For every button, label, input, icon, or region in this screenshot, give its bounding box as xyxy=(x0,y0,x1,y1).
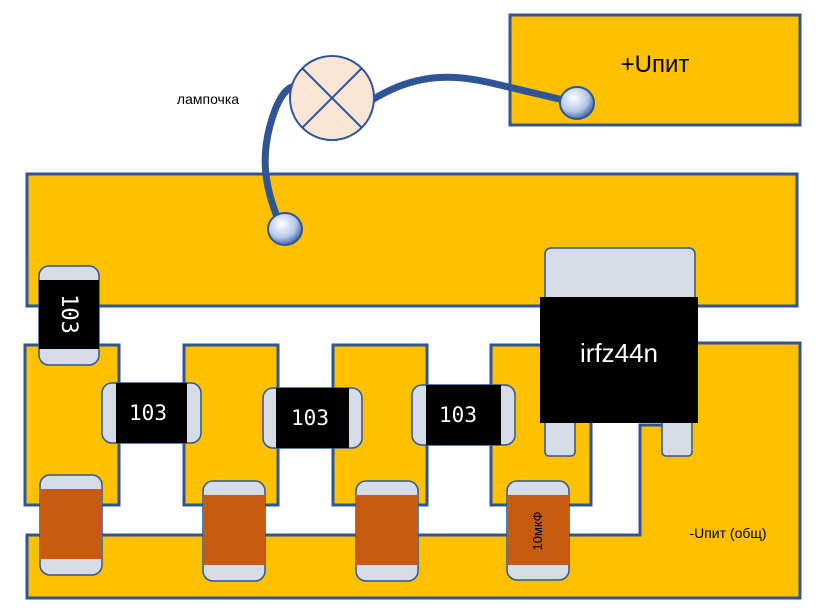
mosfet-label: irfz44n xyxy=(580,338,658,368)
resistor-2-label: 103 xyxy=(291,406,329,430)
lamp-icon xyxy=(289,55,375,141)
capacitor-4: 10мкФ xyxy=(506,480,570,581)
mosfet-leg-right xyxy=(661,417,693,457)
lamp-wire-left xyxy=(261,81,304,232)
resistor-3: 103 xyxy=(411,384,516,446)
supply-plus-label: +Uпит xyxy=(621,51,690,78)
supply-common-label: -Uпит (общ) xyxy=(689,525,766,541)
capacitor-4-label: 10мкФ xyxy=(530,511,545,550)
mosfet-body xyxy=(540,297,698,423)
lamp-label: лампочка xyxy=(177,91,239,107)
capacitor-2 xyxy=(202,480,266,582)
capacitor-3 xyxy=(355,480,419,582)
resistor-2: 103 xyxy=(262,387,363,449)
lamp-wire-right xyxy=(368,73,580,107)
pad-contact-ball xyxy=(267,212,303,246)
supply-plus-pad xyxy=(508,13,802,127)
resistor-3-label: 103 xyxy=(439,403,477,427)
mosfet-leg-left xyxy=(544,417,576,457)
resistor-1-label: 103 xyxy=(129,401,167,425)
mosfet: irfz44n xyxy=(540,247,698,457)
supply-contact-ball xyxy=(559,86,595,120)
resistor-vertical: 103 xyxy=(38,265,100,366)
resistor-vertical-label: 103 xyxy=(56,294,81,334)
resistor-1: 103 xyxy=(101,382,202,444)
capacitor-1 xyxy=(39,474,103,576)
